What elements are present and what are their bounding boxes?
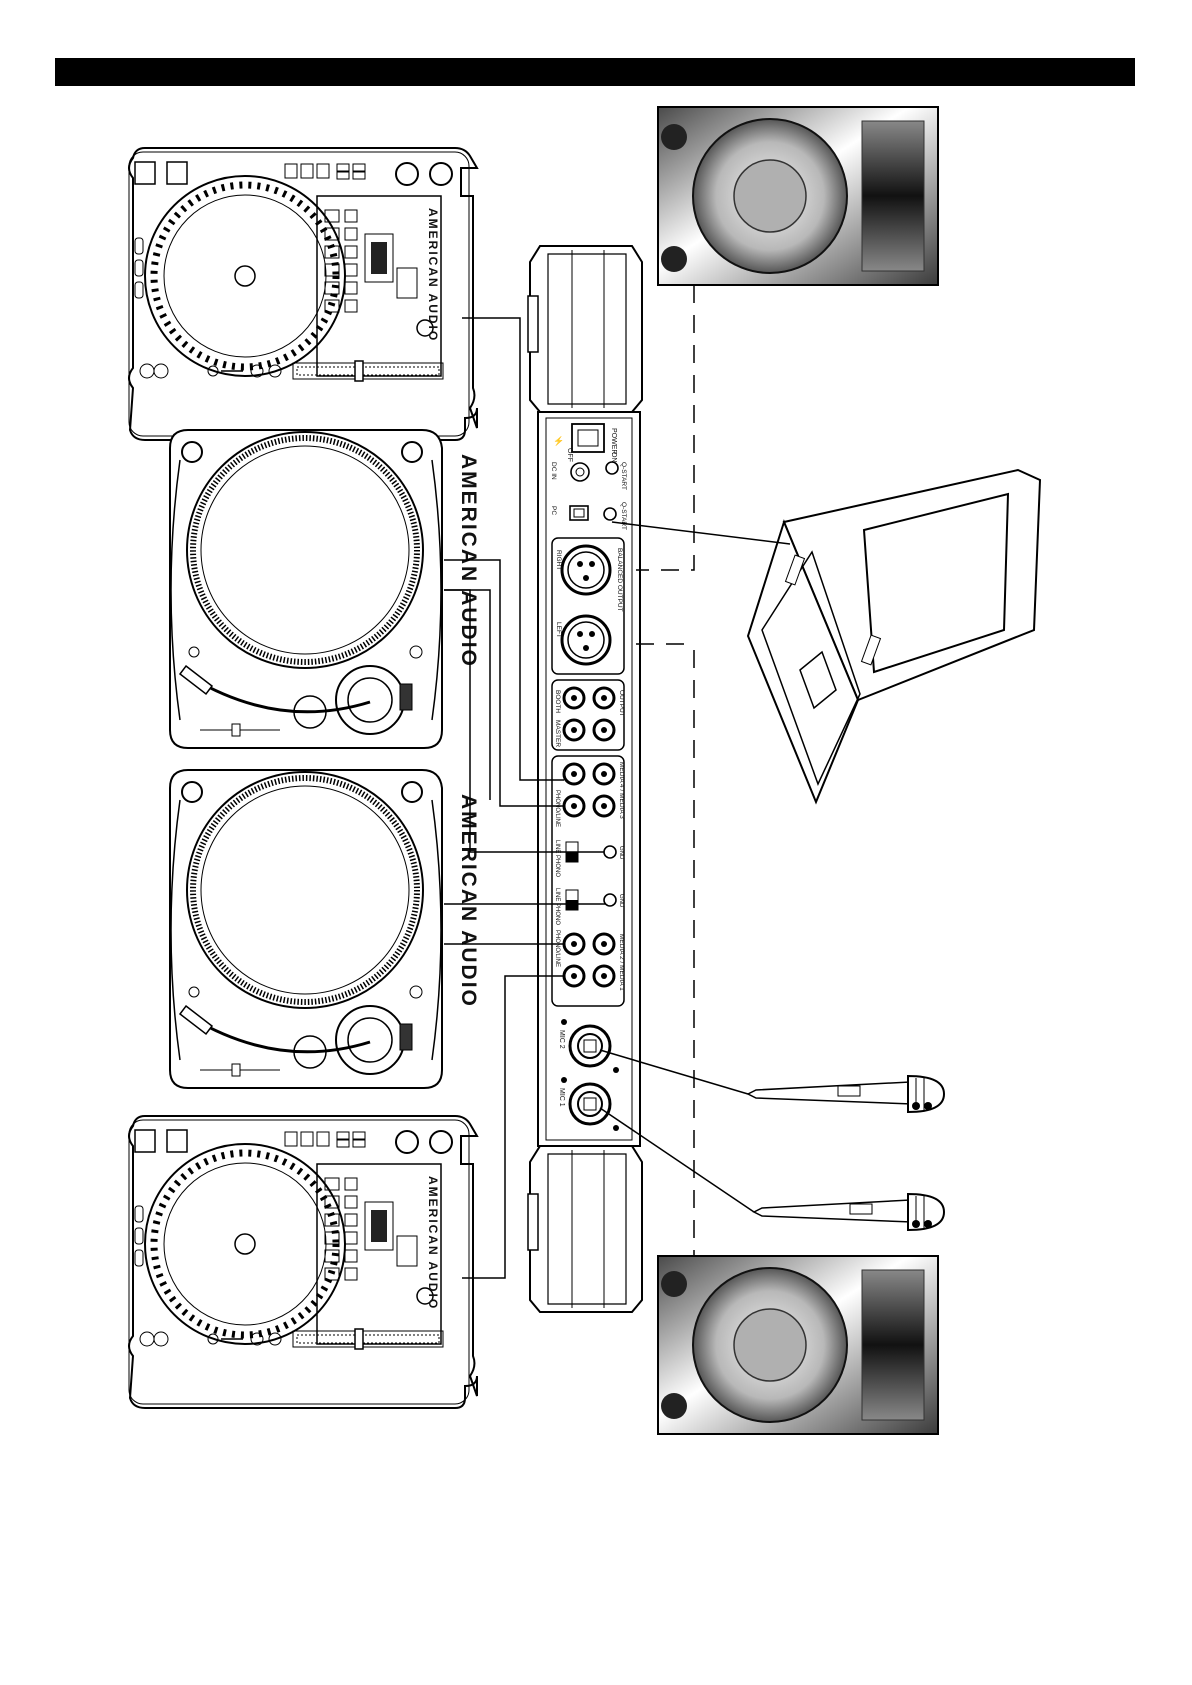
speaker-bottom [658, 1256, 938, 1434]
cd-player-top: AMERICAN AUDIO [129, 148, 477, 440]
gnd-label-top: GND [618, 846, 624, 860]
pc-label: PC [550, 506, 557, 515]
left-label: LEFT [555, 622, 562, 638]
dc-in-label: DC IN [550, 462, 557, 480]
mic-1-label: MIC 1 [558, 1088, 565, 1107]
speaker-cables [636, 285, 694, 1256]
speaker-top [658, 107, 938, 285]
cd-brand-top: AMERICAN AUDIO [426, 208, 440, 342]
q-start-1-label: Q-START [620, 462, 627, 490]
cd-player-bottom: AMERICAN AUDIO [129, 1116, 477, 1408]
master-label: MASTER [554, 720, 561, 747]
turntable-brand-bottom: AMERICAN AUDIO [457, 794, 480, 1008]
line-phono-switch-top: LINE PHONO [554, 840, 560, 877]
phono-line-label-bottom: PHONO/LINE [554, 930, 560, 967]
power-label: POWER [610, 428, 617, 454]
laptop [748, 470, 1040, 802]
phono-line-label-top: PHONO/LINE [554, 790, 560, 827]
line-phono-switch-bottom: LINE PHONO [554, 888, 560, 925]
turntable-top: AMERICAN AUDIO [170, 430, 480, 748]
on-label: ON [610, 452, 617, 463]
right-label: RIGHT [555, 550, 562, 570]
microphone-bottom [754, 1194, 944, 1230]
warning-icon: ⚡ [553, 435, 564, 447]
media-4-3-label: MEDIA 4 / MEDIA 3 [618, 762, 625, 819]
mic-2-label: MIC 2 [558, 1030, 565, 1049]
microphone-top [748, 1076, 944, 1112]
turntable-bottom: AMERICAN AUDIO [170, 770, 480, 1088]
q-start-2-label: Q-START [620, 502, 627, 530]
off-label: OFF [566, 448, 573, 462]
turntable-brand-top: AMERICAN AUDIO [457, 454, 480, 668]
output-label: OUTPUT [618, 690, 625, 717]
cd-brand-bottom: AMERICAN AUDIO [426, 1176, 440, 1310]
gnd-label-bottom: GND [618, 894, 624, 908]
media-2-1-label: MEDIA 2 / MEDIA 1 [618, 934, 625, 991]
mixer-rear-panel: POWER OFF ON ⚡ DC IN Q-START PC Q-START … [528, 246, 642, 1312]
booth-label: BOOTH [554, 690, 561, 713]
balanced-output-label: BALANCED OUTPUT [616, 548, 623, 612]
